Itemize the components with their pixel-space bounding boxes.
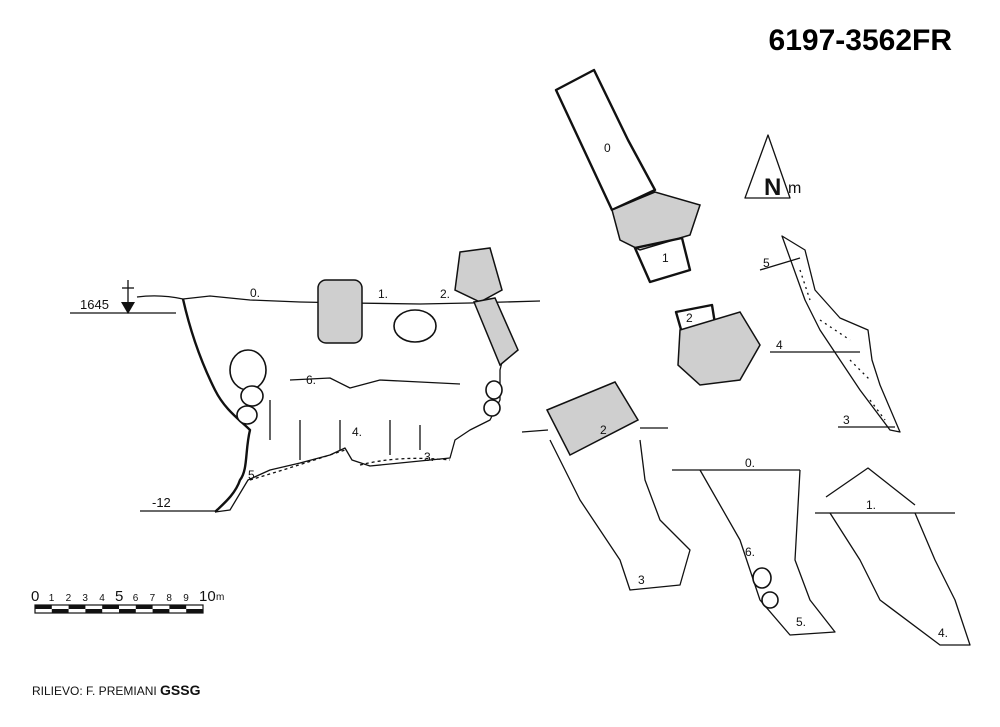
station-label: 1 <box>662 251 669 265</box>
elevation-marker-icon <box>121 302 135 314</box>
station-label: 2 <box>600 423 607 437</box>
station-label: 6. <box>306 373 316 387</box>
scale-tick-label: 1 <box>49 593 55 604</box>
scale-tick-label: 8 <box>166 593 172 604</box>
scale-segment <box>85 609 103 613</box>
station-label: 2 <box>686 311 693 325</box>
scale-segment <box>35 605 52 609</box>
station-label: 5 <box>248 468 255 482</box>
scale-unit: m <box>216 592 224 603</box>
boulder <box>317 279 363 344</box>
surveyor-credit: RILIEVO: F. PREMIANI <box>32 684 157 698</box>
scale-tick-label: 10 <box>199 588 216 605</box>
north-unit: m <box>788 180 801 197</box>
north-arrow-icon: N m <box>744 134 801 201</box>
boulder <box>393 309 437 343</box>
cross-section-middle: 0. 6. 5. <box>672 456 836 636</box>
scale-tick-label: 2 <box>66 593 72 604</box>
cross-section-left: 2 3 <box>521 381 691 591</box>
station-label: 0. <box>250 286 260 300</box>
station-label: 1. <box>866 498 876 512</box>
station-label: 4 <box>776 338 783 352</box>
north-letter: N <box>764 174 781 201</box>
scale-tick-label: 6 <box>133 593 139 604</box>
station-label: 3 <box>843 413 850 427</box>
station-label: 5. <box>796 615 806 629</box>
station-label: 6. <box>745 545 755 559</box>
station-label: 5 <box>763 256 770 270</box>
scale-tick-label: 0 <box>31 588 39 605</box>
scale-segment <box>135 605 153 609</box>
plan-view: 0 1 2 <box>554 68 761 386</box>
station-label: 1. <box>378 287 388 301</box>
scale-segment <box>68 605 86 609</box>
station-label: 0 <box>604 141 611 155</box>
gallery-profile: 5 4 3 <box>759 235 901 433</box>
elevation-label: 1645 <box>80 297 109 312</box>
scale-tick-label: 4 <box>99 593 105 604</box>
cave-id-title: 6197-3562FR <box>768 24 952 57</box>
main-section: 1645 -12 0. 1. 2. 6. 4. 3. 5 <box>70 247 541 513</box>
scale-tick-label: 7 <box>150 593 156 604</box>
station-label: 4. <box>352 425 362 439</box>
scale-segment <box>186 609 203 613</box>
station-label: 3 <box>638 573 645 587</box>
cross-section-right: 1. 4. <box>815 467 971 646</box>
scale-segment <box>102 605 119 609</box>
station-label: 2. <box>440 287 450 301</box>
station-label: 3. <box>424 450 434 464</box>
scale-tick-label: 3 <box>82 593 88 604</box>
survey-group: GSSG <box>160 682 201 698</box>
depth-label: -12 <box>152 495 171 510</box>
scale-tick-label: 9 <box>183 593 189 604</box>
scale-segment <box>51 609 69 613</box>
station-label: 4. <box>938 626 948 640</box>
survey-credit: RILIEVO: F. PREMIANI GSSG <box>32 682 201 698</box>
scale-tick-label: 5 <box>115 588 123 605</box>
station-label: 0. <box>745 456 755 470</box>
scale-segment <box>152 609 170 613</box>
scale-segment <box>119 609 136 613</box>
scale-segment <box>169 605 187 609</box>
